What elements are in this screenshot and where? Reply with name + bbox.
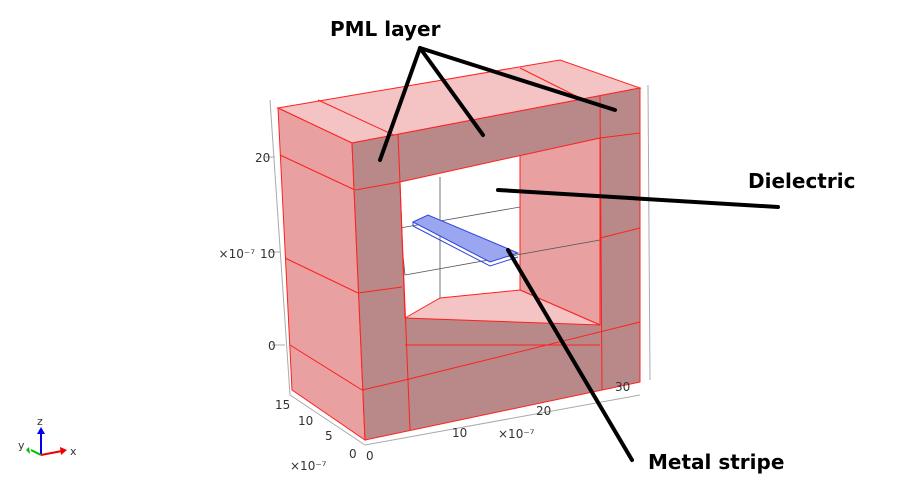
x-tick: 20 bbox=[536, 404, 551, 418]
axis-frame bbox=[265, 84, 651, 446]
pml-segment-edges bbox=[354, 95, 641, 431]
z-tick: 20 bbox=[255, 151, 270, 165]
x-tick: 0 bbox=[366, 449, 374, 463]
z-scale: ×10⁻⁷ bbox=[219, 247, 256, 261]
y-tick: 10 bbox=[298, 414, 313, 428]
y-tick: 0 bbox=[349, 447, 357, 461]
y-tick: 15 bbox=[275, 398, 290, 412]
label-pml-layer: PML layer bbox=[330, 17, 441, 41]
triad-x-label: x bbox=[70, 445, 77, 458]
metal-stripe bbox=[411, 214, 520, 263]
y-tick: 5 bbox=[325, 429, 333, 443]
triad-y-label: y bbox=[18, 439, 25, 452]
pml-left-face bbox=[277, 107, 366, 441]
label-dielectric: Dielectric bbox=[748, 169, 855, 193]
annotation-leaders bbox=[378, 46, 780, 462]
label-metal-stripe: Metal stripe bbox=[648, 450, 784, 474]
x-tick: 10 bbox=[452, 426, 467, 440]
axis-triad-icon: z x y bbox=[18, 415, 77, 458]
z-tick: 10 bbox=[260, 247, 275, 261]
z-tick: 0 bbox=[268, 339, 276, 353]
y-scale: ×10⁻⁷ bbox=[290, 459, 327, 473]
triad-z-label: z bbox=[37, 415, 43, 428]
x-scale: ×10⁻⁷ bbox=[498, 427, 535, 441]
x-tick: 30 bbox=[615, 380, 630, 394]
